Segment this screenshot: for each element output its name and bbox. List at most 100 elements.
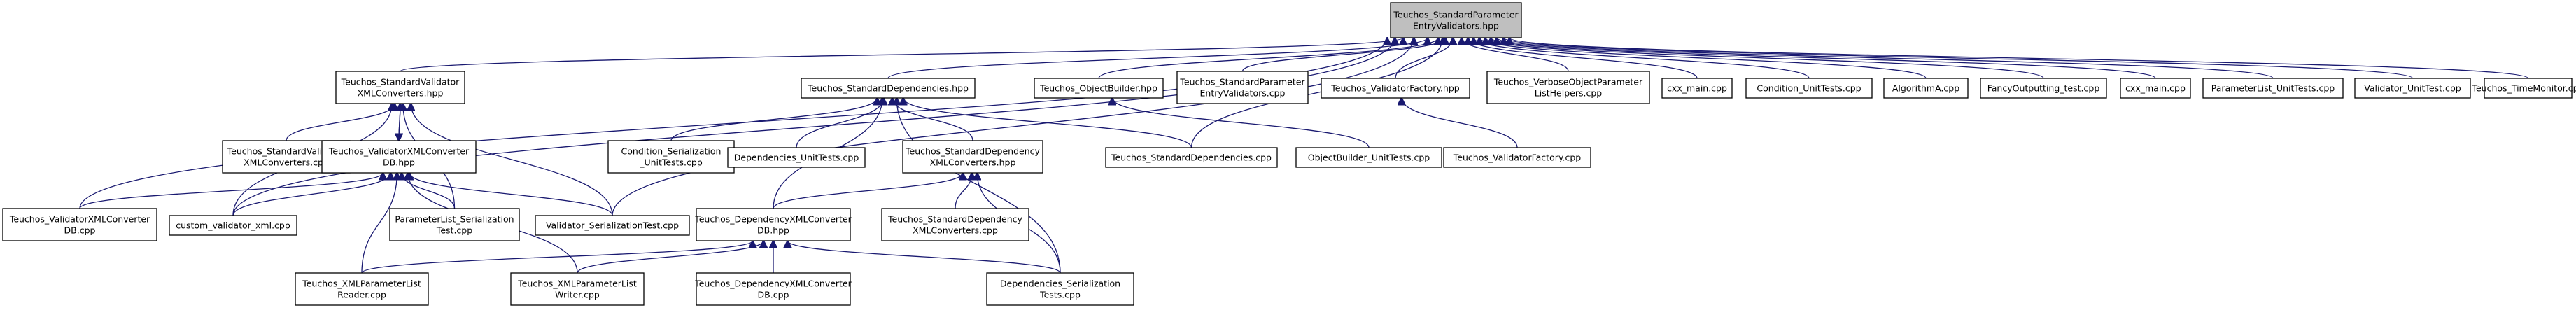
node-plut[interactable]: ParameterList_UnitTests.cpp [2202,78,2344,99]
node-label: Teuchos_StandardValidator [341,77,460,87]
node-valut[interactable]: Validator_UnitTest.cpp [2354,78,2471,99]
edge-sdxcpp-to-sdxhpp [955,173,972,209]
node-box[interactable] [1661,78,1733,99]
node-label: Validator_UnitTest.cpp [2364,83,2461,94]
node-root[interactable]: Teuchos_StandardParameterEntryValidators… [1390,2,1522,38]
node-label: ObjectBuilder_UnitTests.cpp [1308,153,1430,163]
node-box[interactable] [510,272,645,306]
node-box[interactable] [1745,78,1873,99]
node-box[interactable] [1980,78,2107,99]
node-plser[interactable]: ParameterList_SerializationTest.cpp [389,208,520,241]
node-label: DB.hpp [383,157,415,168]
node-box[interactable] [1176,71,1309,104]
edge-sdepscpp-to-sdeps [903,98,1192,148]
node-box[interactable] [881,208,1029,241]
node-box[interactable] [1390,2,1522,38]
node-box[interactable] [321,140,477,174]
node-box[interactable] [2354,78,2471,99]
node-box[interactable] [1883,78,1969,99]
node-label: _UnitTests.cpp [639,157,703,168]
node-box[interactable] [1443,147,1591,168]
node-condut[interactable]: Condition_UnitTests.cpp [1745,78,1873,99]
node-sdeps[interactable]: Teuchos_StandardDependencies.hpp [801,78,976,99]
node-box[interactable] [1486,71,1650,104]
node-box[interactable] [801,78,976,99]
node-cxx1[interactable]: cxx_main.cpp [1661,78,1733,99]
node-box[interactable] [295,272,429,306]
node-label: Validator_SerializationTest.cpp [546,220,679,231]
node-objb[interactable]: Teuchos_ObjectBuilder.hpp [1034,78,1164,99]
node-valser[interactable]: Validator_SerializationTest.cpp [535,215,690,236]
node-label: custom_validator_xml.cpp [176,220,290,231]
node-objbut[interactable]: ObjectBuilder_UnitTests.cpp [1295,147,1442,168]
node-label: DB.cpp [758,290,789,300]
node-condser[interactable]: Condition_Serialization_UnitTests.cpp [607,140,735,174]
node-box[interactable] [2,208,157,241]
node-box[interactable] [2202,78,2344,99]
node-label: Teuchos_ValidatorXMLConverter [9,214,150,225]
node-box[interactable] [389,208,520,241]
node-box[interactable] [986,272,1134,306]
node-box[interactable] [535,215,690,236]
node-sdxcpp[interactable]: Teuchos_StandardDependencyXMLConverters.… [881,208,1029,241]
edge-depser-to-dxdbhpp [788,241,1061,274]
node-box[interactable] [335,71,465,104]
node-vfhpp[interactable]: Teuchos_ValidatorFactory.hpp [1321,78,1470,99]
node-label: Dependencies_Serialization [1000,279,1120,289]
node-box[interactable] [1321,78,1470,99]
node-box[interactable] [169,215,297,236]
node-box[interactable] [607,140,735,174]
node-timemon[interactable]: Teuchos_TimeMonitor.cpp [2471,78,2576,99]
node-box[interactable] [902,140,1043,174]
node-label: EntryValidators.cpp [1200,88,1286,99]
edge-xmlreader-to-vxdbhpp [361,173,397,274]
node-label: XMLConverters.hpp [930,157,1016,168]
node-label: Teuchos_VerboseObjectParameter [1493,77,1643,87]
node-box[interactable] [727,147,866,168]
node-label: Teuchos_ValidatorXMLConverter [328,146,470,157]
node-box[interactable] [1295,147,1442,168]
node-speecpp[interactable]: Teuchos_StandardParameterEntryValidators… [1176,71,1309,104]
node-svx[interactable]: Teuchos_StandardValidatorXMLConverters.h… [335,71,465,104]
node-cxx2[interactable]: cxx_main.cpp [2120,78,2191,99]
edge-valser-to-root [612,38,1414,216]
node-box[interactable] [696,272,851,306]
node-fancy[interactable]: FancyOutputting_test.cpp [1980,78,2107,99]
edge-sdepscpp-to-root [1190,38,1443,148]
edge-plut-to-root [1497,38,2274,79]
node-label: Teuchos_DependencyXMLConverter [694,214,852,225]
node-label: Teuchos_StandardDependencies.hpp [807,83,969,94]
node-box[interactable] [1105,147,1278,168]
node-label: Teuchos_StandardParameter [1393,10,1519,20]
edge-custom-to-vxdbhpp [232,173,390,216]
node-box[interactable] [696,208,851,241]
node-label: XMLConverters.hpp [358,88,444,99]
node-verbose[interactable]: Teuchos_VerboseObjectParameterListHelper… [1486,71,1650,104]
node-label: AlgorithmA.cpp [1892,83,1959,94]
node-box[interactable] [2120,78,2191,99]
node-depsut[interactable]: Dependencies_UnitTests.cpp [727,147,866,168]
node-algoa[interactable]: AlgorithmA.cpp [1883,78,1969,99]
node-label: Dependencies_UnitTests.cpp [734,153,859,163]
edge-objb-to-root [1098,38,1438,79]
node-label: ParameterList_Serialization [395,214,514,225]
node-label: Condition_UnitTests.cpp [1757,83,1861,94]
node-custom[interactable]: custom_validator_xml.cpp [169,215,297,236]
node-sdxhpp[interactable]: Teuchos_StandardDependencyXMLConverters.… [902,140,1043,174]
node-vfcpp[interactable]: Teuchos_ValidatorFactory.cpp [1443,147,1591,168]
edge-svx-to-root [400,38,1403,72]
node-label: Teuchos_StandardDependency [887,214,1022,225]
node-box[interactable] [1034,78,1164,99]
node-label: Teuchos_StandardValidator [227,146,346,157]
edge-svxcpp-to-svx [286,104,395,141]
node-sdepscpp[interactable]: Teuchos_StandardDependencies.cpp [1105,147,1278,168]
node-box[interactable] [2484,78,2573,99]
